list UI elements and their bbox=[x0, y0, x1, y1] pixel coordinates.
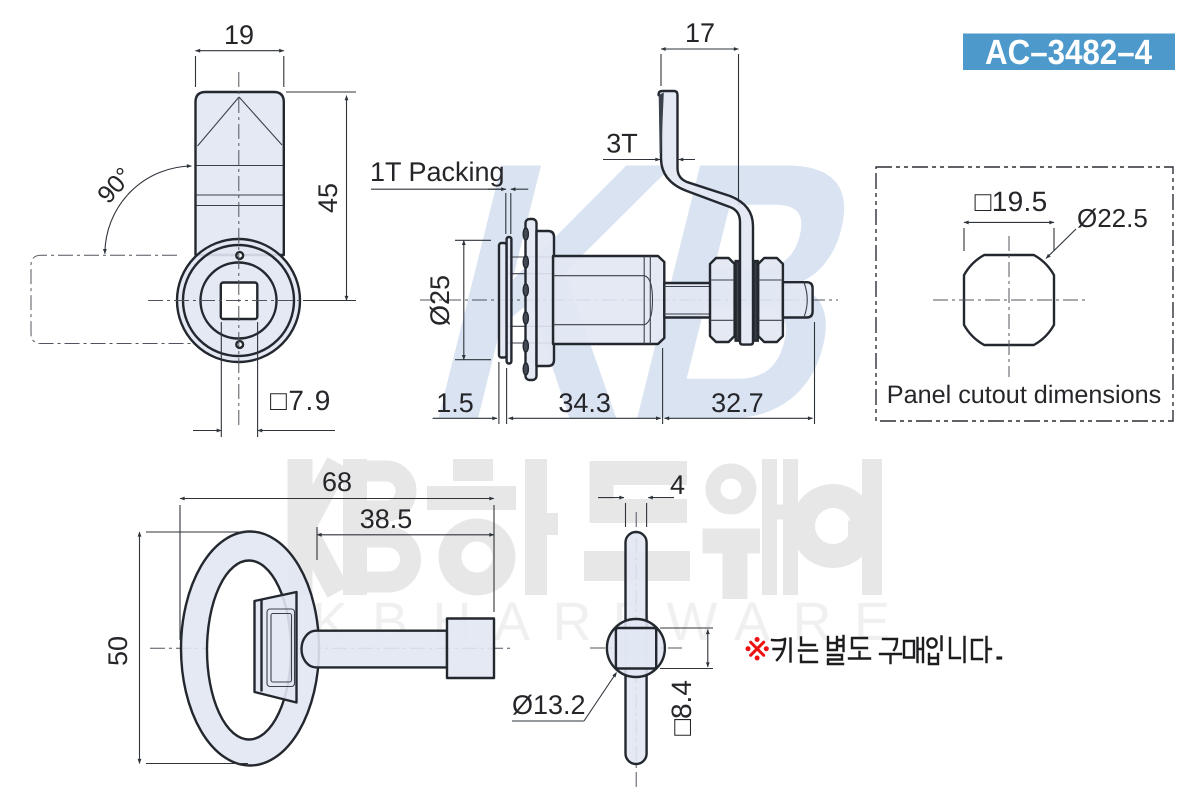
svg-text:3T: 3T bbox=[606, 129, 638, 159]
svg-text:34.3: 34.3 bbox=[558, 388, 611, 418]
svg-text:□7.9: □7.9 bbox=[270, 385, 332, 416]
svg-text:32.7: 32.7 bbox=[711, 388, 764, 418]
svg-text:AC–3482–4: AC–3482–4 bbox=[985, 33, 1152, 72]
svg-text:1T Packing: 1T Packing bbox=[370, 157, 505, 187]
svg-text:50: 50 bbox=[103, 636, 133, 666]
svg-text:Ø13.2: Ø13.2 bbox=[512, 690, 586, 720]
svg-text:17: 17 bbox=[685, 18, 715, 48]
svg-text:1.5: 1.5 bbox=[436, 388, 474, 418]
svg-text:45: 45 bbox=[313, 183, 343, 213]
svg-text:Ø22.5: Ø22.5 bbox=[1077, 203, 1148, 233]
svg-text:38.5: 38.5 bbox=[360, 504, 413, 534]
svg-text:Ø25: Ø25 bbox=[425, 275, 455, 326]
svg-text:□8.4: □8.4 bbox=[666, 680, 697, 736]
svg-text:68: 68 bbox=[322, 467, 352, 497]
svg-text:□19.5: □19.5 bbox=[975, 186, 1048, 217]
svg-text:Panel cutout dimensions: Panel cutout dimensions bbox=[887, 381, 1161, 409]
svg-text:4: 4 bbox=[670, 470, 685, 500]
svg-text:19: 19 bbox=[224, 20, 254, 50]
